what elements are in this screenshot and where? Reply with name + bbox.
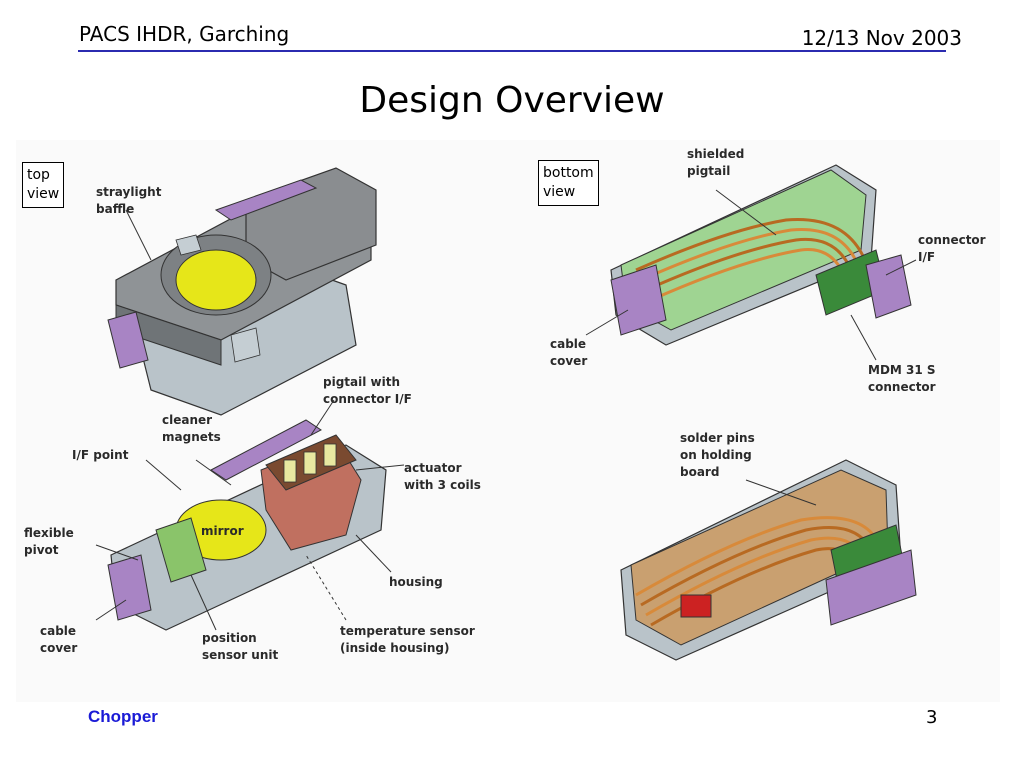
label-mirror: mirror bbox=[201, 524, 244, 538]
footer-title: Chopper bbox=[88, 707, 158, 726]
label-actuator: actuator with 3 coils bbox=[404, 461, 481, 492]
header-left: PACS IHDR, Garching bbox=[79, 22, 290, 46]
label-solder-pins: solder pins on holding board bbox=[680, 431, 755, 479]
label-position-sensor: position sensor unit bbox=[202, 631, 279, 662]
header-rule bbox=[78, 50, 946, 52]
label-if-point: I/F point bbox=[72, 448, 129, 462]
bottom-view-box: bottom view bbox=[538, 160, 599, 206]
label-cable-cover-top: cable cover bbox=[550, 337, 588, 368]
label-cable-cover-bottom: cable cover bbox=[40, 624, 78, 655]
open-top-drawing bbox=[95, 399, 405, 631]
top-view-drawing bbox=[107, 167, 377, 416]
label-housing: housing bbox=[389, 575, 443, 589]
label-connector-if: connector I/F bbox=[918, 233, 986, 264]
label-flexible-pivot: flexible pivot bbox=[24, 526, 74, 557]
label-cleaner-magnets: cleaner magnets bbox=[162, 413, 221, 444]
page-number: 3 bbox=[926, 707, 938, 728]
chopper-drawings bbox=[95, 164, 917, 661]
label-temperature-sensor: temperature sensor (inside housing) bbox=[340, 624, 475, 655]
bottom-view-drawing bbox=[585, 164, 917, 361]
header-date: 12/13 Nov 2003 bbox=[801, 26, 962, 50]
label-shielded-pigtail: shielded pigtail bbox=[687, 147, 745, 178]
label-pigtail-with-connector: pigtail with connector I/F bbox=[323, 375, 412, 406]
open-bottom-drawing bbox=[620, 459, 917, 661]
label-mdm-connector: MDM 31 S connector bbox=[868, 363, 936, 394]
top-view-box: top view bbox=[22, 162, 65, 208]
slide-title: Design Overview bbox=[359, 80, 665, 121]
label-straylight-baffle: straylight baffle bbox=[96, 185, 162, 216]
